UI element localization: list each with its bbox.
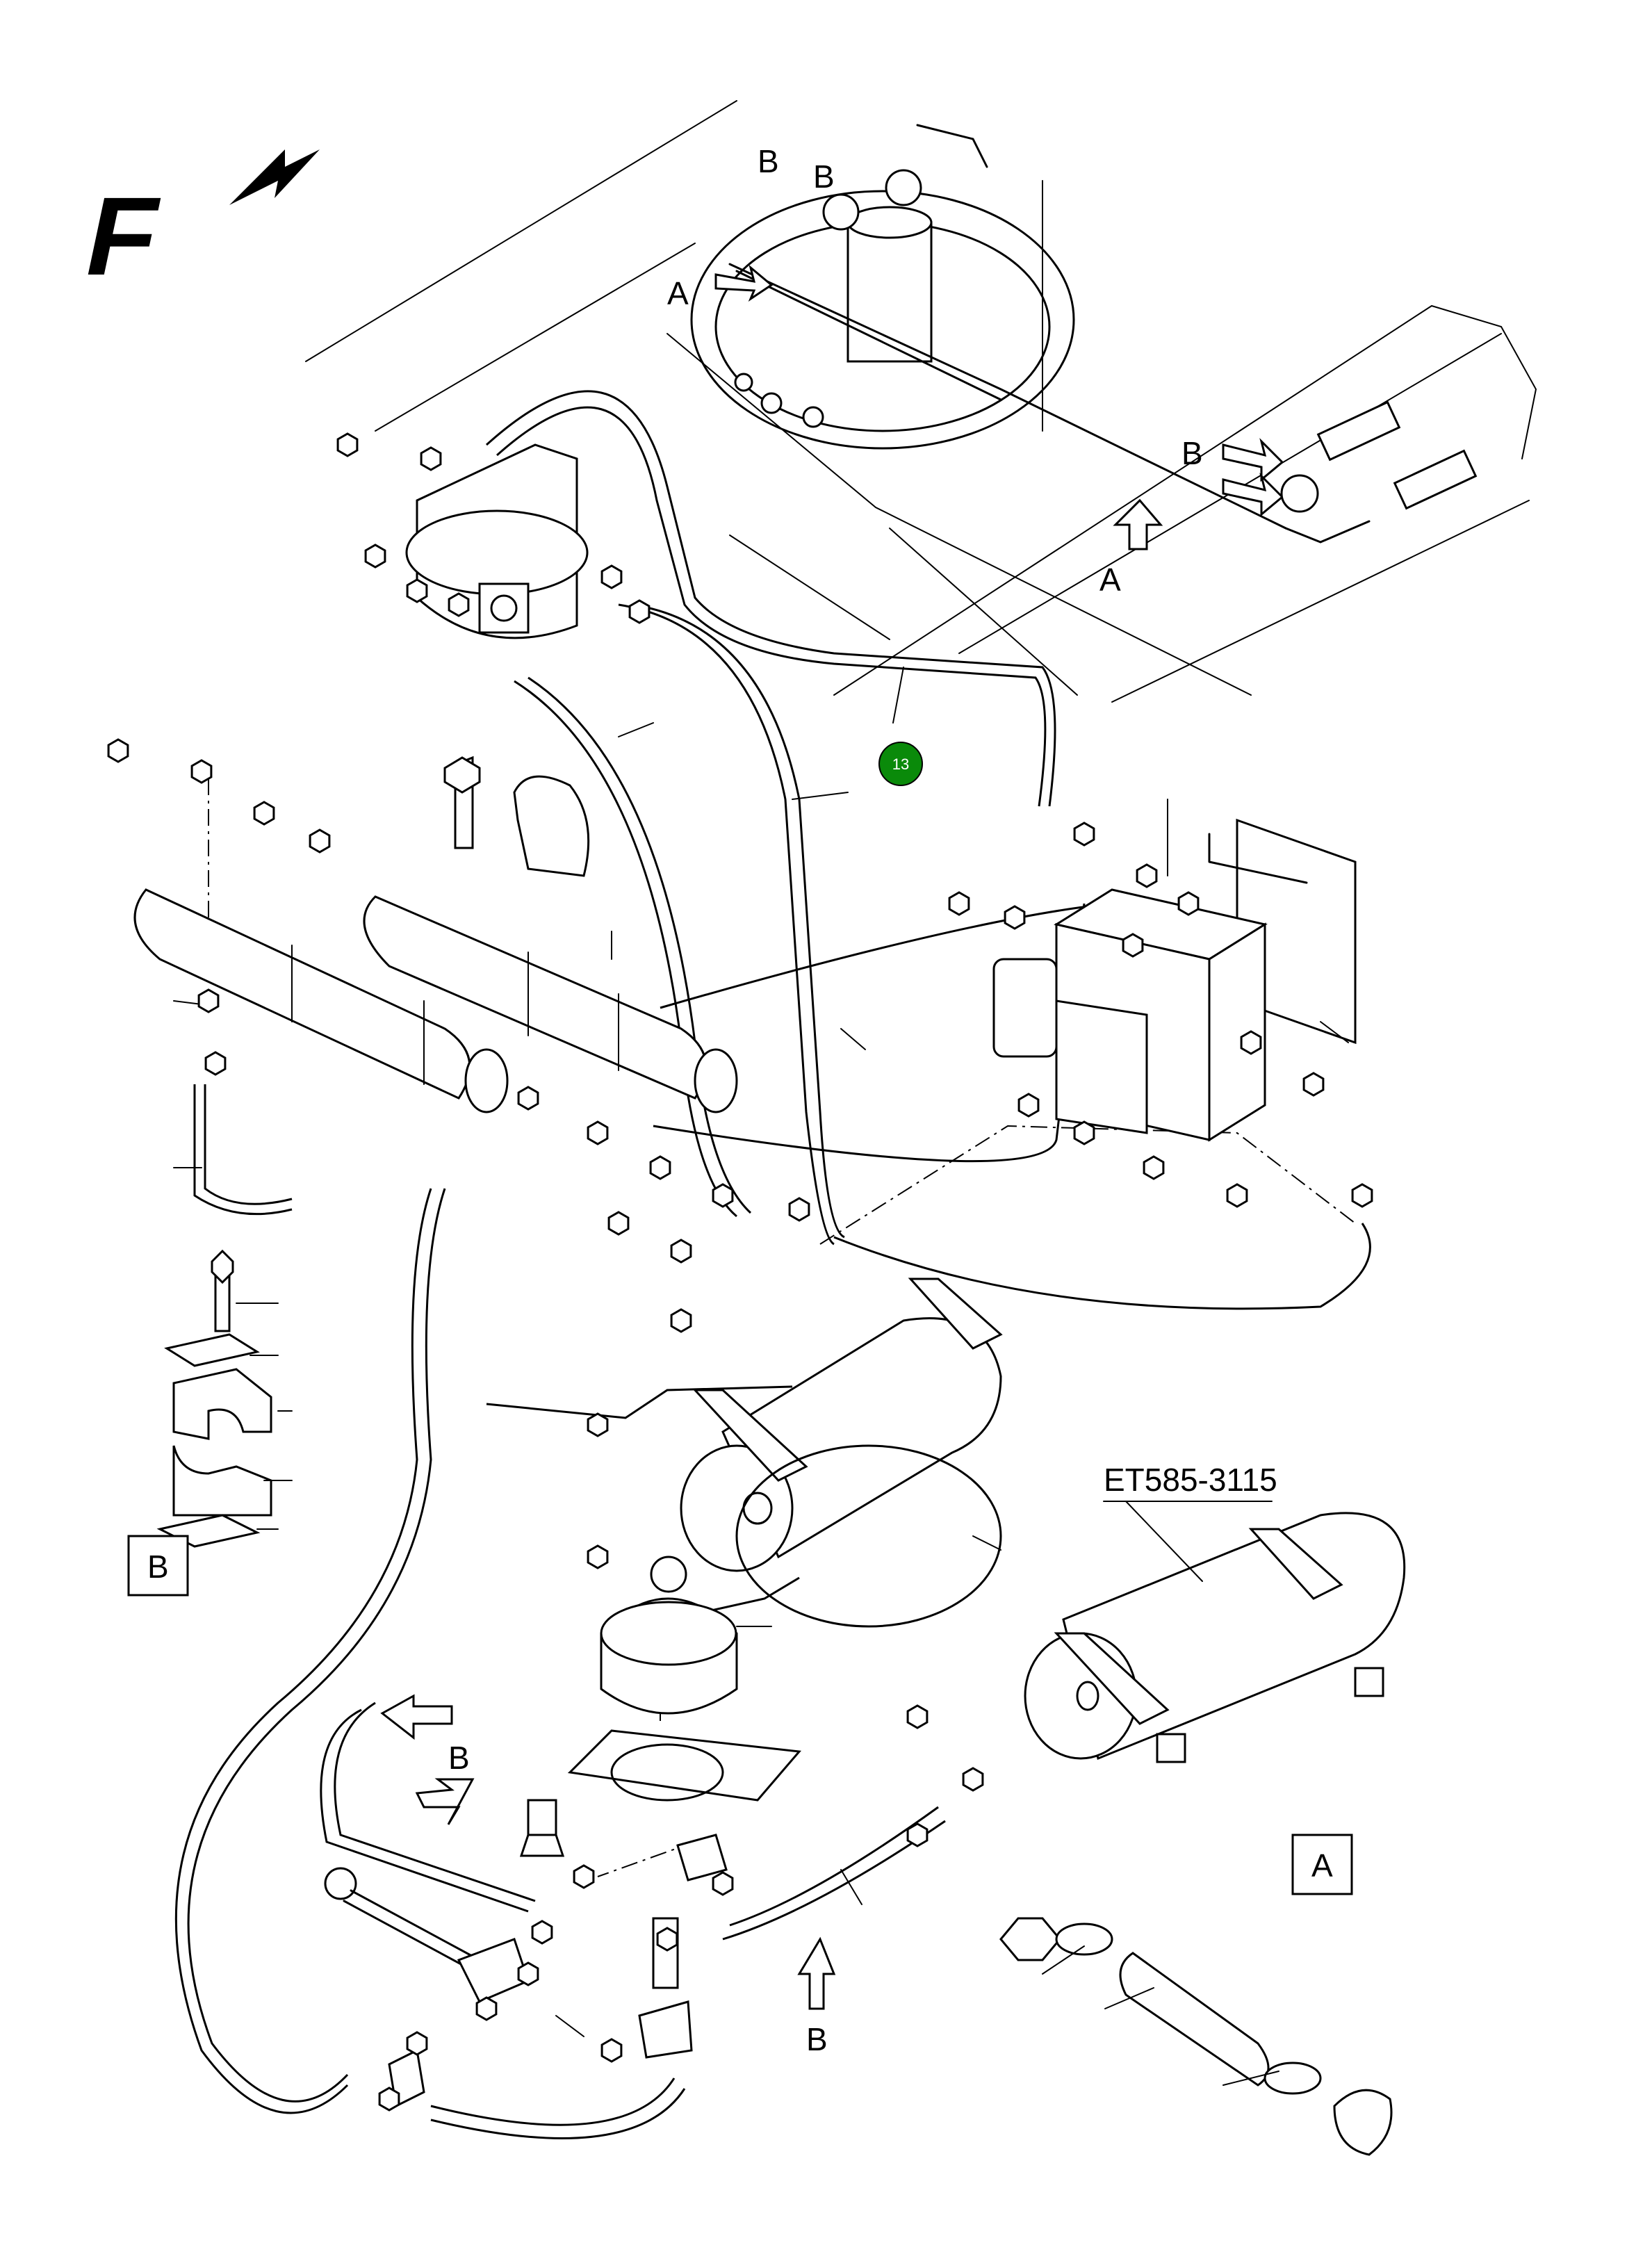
fitting-nut — [573, 1864, 595, 1889]
fitting-nuts — [107, 432, 1373, 2112]
fitting-nut — [1017, 1093, 1040, 1118]
fitting-nut — [712, 1871, 734, 1896]
fitting-nut — [204, 1051, 227, 1076]
fitting-nut — [649, 1155, 671, 1180]
fitting-nut — [1122, 933, 1144, 958]
fitting-nut — [906, 1704, 929, 1729]
fitting-nut — [1073, 822, 1095, 847]
arrow-icon — [380, 1694, 453, 1740]
fitting-nut — [628, 599, 651, 624]
fitting-nut — [607, 1211, 630, 1236]
view-label-b-1: B — [758, 143, 779, 179]
fitting-nut — [788, 1197, 810, 1222]
fitting-nut — [1226, 1183, 1248, 1208]
fitting-nut — [253, 801, 275, 826]
accumulator — [519, 1556, 801, 1857]
fitting-nut — [1073, 1120, 1095, 1145]
view-label-b-4: B — [448, 1740, 470, 1776]
arrow-icon — [415, 1778, 475, 1825]
fitting-nut — [587, 1120, 609, 1145]
fitting-nut — [420, 446, 442, 471]
callout-13-circle[interactable] — [878, 742, 923, 786]
fitting-nut — [531, 1920, 553, 1945]
detail-box-b: B — [127, 1535, 189, 1597]
fitting-nut — [406, 578, 428, 603]
track-cylinders-right — [1280, 400, 1478, 544]
fitting-nut — [587, 1544, 609, 1569]
fitting-nut — [336, 432, 359, 457]
view-label-b-3: B — [1181, 435, 1203, 471]
fitting-nut — [378, 2087, 400, 2112]
detail-a-parts — [999, 1917, 1393, 2156]
fitting-nut — [517, 1086, 539, 1111]
fitting-nut — [1240, 1030, 1262, 1055]
view-label-a-2: A — [1099, 562, 1121, 598]
view-label-b-2: B — [813, 158, 835, 195]
view-arrows-bottom: B B — [380, 1694, 836, 2057]
fitting-nut — [1136, 863, 1158, 888]
swivel-assembly — [690, 124, 1287, 530]
hydraulic-motor-center — [680, 1277, 1003, 1628]
fitting-nut — [1302, 1072, 1325, 1097]
view-label-b-5: B — [806, 2021, 828, 2057]
arrow-icon — [714, 264, 774, 302]
front-direction-indicator: F — [76, 149, 320, 299]
fitting-nut — [670, 1239, 692, 1264]
callout-13-number[interactable]: 13 — [892, 756, 909, 773]
front-letter: F — [76, 175, 170, 299]
detail-box-a: A — [1291, 1834, 1353, 1895]
fitting-nut — [475, 1996, 498, 2021]
part-number-label: ET585-3115 — [1104, 1462, 1277, 1498]
fitting-nut — [600, 564, 623, 589]
fitting-nut — [309, 828, 331, 854]
filter-canisters — [133, 888, 738, 1113]
fitting-nut — [448, 592, 470, 617]
fitting-nut — [364, 544, 386, 569]
detail-b-clamp — [156, 1249, 293, 1548]
control-valve-block — [992, 818, 1357, 1142]
fitting-nut — [670, 1308, 692, 1333]
fitting-nut — [1351, 1183, 1373, 1208]
fitting-nut — [517, 1961, 539, 1986]
clamp-parts — [443, 756, 590, 877]
fitting-nut — [190, 759, 213, 784]
hydraulic-motor-lower — [1024, 1512, 1406, 1763]
leader-lines — [173, 667, 1349, 2037]
part-number-callout: ET585-3115 — [1103, 1462, 1277, 1582]
arrow-icon — [797, 1936, 836, 2010]
view-label-a-1: A — [667, 275, 689, 311]
fitting-nut — [962, 1767, 984, 1792]
fitting-nut — [587, 1412, 609, 1437]
upper-manifold — [405, 443, 589, 639]
fitting-nut — [656, 1927, 678, 1952]
fitting-nut — [1004, 905, 1026, 930]
detail-box-b-letter: B — [147, 1549, 169, 1585]
view-arrows-top: B B A B A — [667, 143, 1284, 598]
arrow-icon — [1222, 438, 1284, 482]
detail-box-a-letter: A — [1311, 1847, 1333, 1884]
fitting-nut — [406, 2031, 428, 2056]
arrow-icon — [1113, 498, 1163, 550]
fitting-nut — [1177, 891, 1200, 916]
fitting-nut — [948, 891, 970, 916]
fitting-nut — [712, 1183, 734, 1208]
front-arrow-icon — [229, 149, 320, 205]
fitting-nut — [906, 1822, 929, 1847]
fitting-nut — [107, 738, 129, 763]
callout-13[interactable]: 13 — [878, 742, 923, 786]
fitting-nut — [600, 2038, 623, 2063]
fitting-nut — [1143, 1155, 1165, 1180]
arrow-icon — [1222, 473, 1284, 517]
fitting-nut — [197, 988, 220, 1013]
hose-lines — [174, 390, 1371, 2139]
